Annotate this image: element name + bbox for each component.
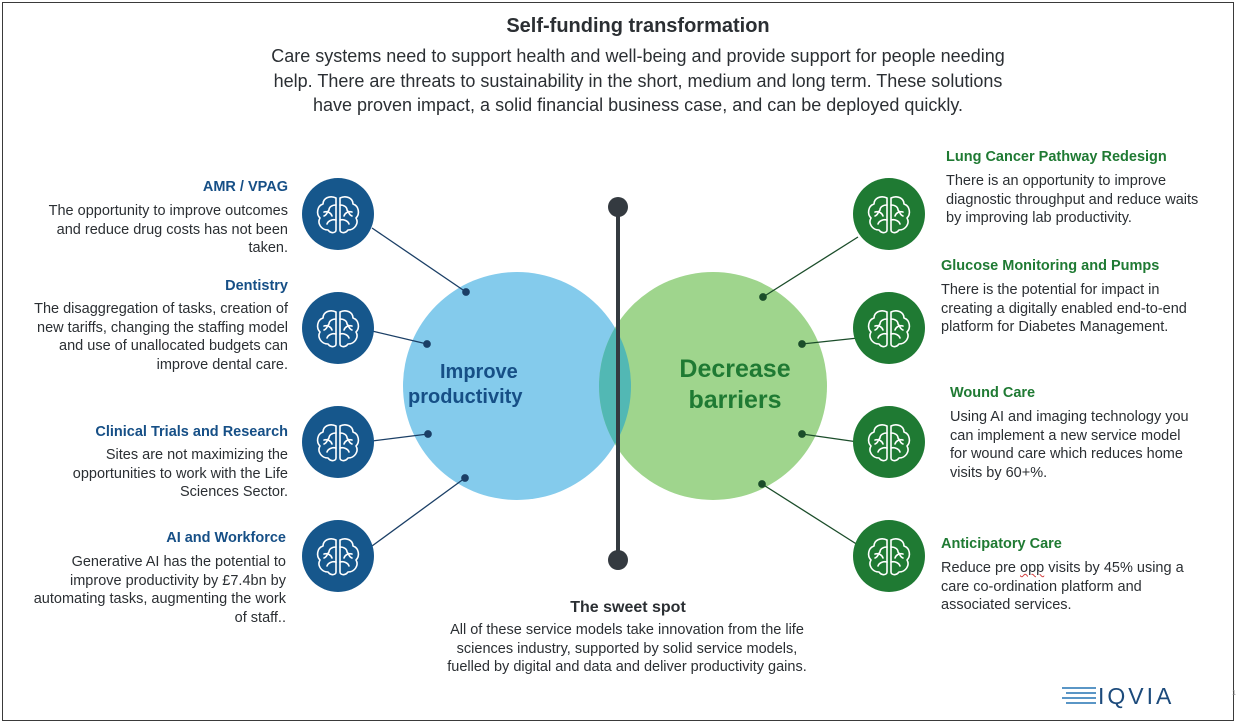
connector-dot-amr (462, 288, 470, 296)
connector-line-glucose (801, 337, 859, 345)
anticipatory-care-text: Reduce pre opp visits by 45% using a car… (941, 559, 1203, 615)
connector-dot-lung (759, 293, 767, 301)
glucose-text: There is the potential for impact in cre… (941, 282, 1187, 335)
sweet-spot-title: The sweet spot (570, 599, 686, 616)
connector-dot-dentistry (423, 340, 431, 348)
improve-productivity-label: Improve productivity (408, 360, 548, 410)
divider-bottom-dot (608, 550, 628, 570)
connector-line-clinical (371, 433, 429, 442)
brain-icon (853, 406, 925, 478)
glucose-title: Glucose Monitoring and Pumps (941, 258, 1160, 274)
connector-dot-anticipatory (758, 480, 766, 488)
ai-workforce-title: AI and Workforce (166, 530, 286, 546)
clinical-trials-title: Clinical Trials and Research (95, 424, 288, 440)
decrease-label-line1: Decrease (679, 355, 791, 383)
brain-icon (302, 178, 374, 250)
brain-icon (302, 292, 374, 364)
improve-label-line1: Improve (440, 361, 518, 383)
brain-icon (853, 520, 925, 592)
iqvia-logo-mark (1062, 687, 1096, 704)
brain-icon (302, 520, 374, 592)
connector-line-amr (371, 227, 467, 293)
page-subtitle: Care systems need to support health and … (271, 46, 1005, 115)
connector-line-anticipatory (761, 483, 859, 546)
improve-productivity-circle (403, 272, 631, 500)
amr-vpag-title: AMR / VPAG (202, 179, 288, 195)
brain-icon (853, 178, 925, 250)
brain-icon (853, 292, 925, 364)
iqvia-logo-text: IQVIA (1098, 683, 1175, 709)
connector-dot-clinical (424, 430, 432, 438)
connector-line-lung (762, 236, 859, 298)
page-number: 1 (1232, 690, 1236, 697)
connector-dot-glucose (798, 340, 806, 348)
iqvia-logo: IQVIA (1098, 683, 1174, 710)
connector-line-ai (371, 477, 466, 547)
ai-workforce-text: Generative AI has the potential to impro… (33, 554, 286, 626)
anticipatory-care-title: Anticipatory Care (941, 536, 1062, 552)
amr-vpag-text: The opportunity to improve outcomes and … (48, 203, 288, 256)
connector-dot-wound (798, 430, 806, 438)
decrease-barriers-label: Decrease barriers (665, 354, 805, 416)
wound-care-title: Wound Care (950, 385, 1036, 401)
lung-cancer-title: Lung Cancer Pathway Redesign (946, 149, 1167, 165)
connector-dot-ai (461, 474, 469, 482)
brain-icon (302, 406, 374, 478)
page-title: Self-funding transformation (506, 15, 770, 37)
dentistry-title: Dentistry (225, 278, 288, 294)
spelling-squiggle-word: opp (1020, 560, 1045, 576)
improve-label-line2: productivity (408, 386, 523, 408)
wound-care-text: Using AI and imaging technology you can … (950, 409, 1189, 481)
anticipatory-text-part1: Reduce pre (941, 560, 1020, 576)
connector-line-wound (801, 433, 859, 443)
decrease-label-line2: barriers (688, 386, 782, 414)
sweet-spot-text: All of these service models take innovat… (447, 622, 807, 675)
dentistry-text: The disaggregation of tasks, creation of… (34, 301, 288, 373)
decrease-barriers-circle (599, 272, 827, 500)
lung-cancer-text: There is an opportunity to improve diagn… (946, 173, 1199, 226)
divider-top-dot (608, 197, 628, 217)
anticipatory-text-part2: visits by 45% using a care co-ordination… (941, 560, 1184, 613)
clinical-trials-text: Sites are not maximizing the opportuniti… (72, 447, 288, 500)
connector-line-dentistry (371, 330, 428, 345)
